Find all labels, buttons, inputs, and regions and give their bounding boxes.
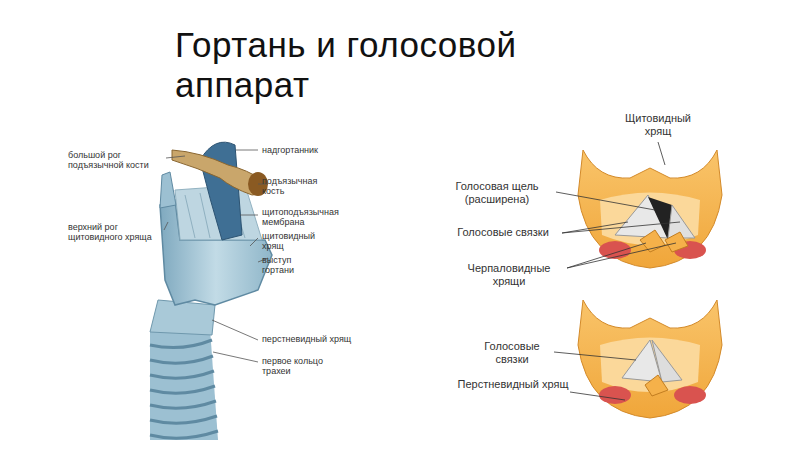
part-label: Черпаловидные хрящи <box>452 262 566 287</box>
part-label: щитоподъязычная мембрана <box>262 207 352 228</box>
part-label: Голосовая щель (расширена) <box>440 180 554 205</box>
part-label: надгортанник <box>262 145 352 155</box>
part-label: Голосовые связки <box>446 226 560 239</box>
part-label: Перстневидный хрящ <box>456 378 570 391</box>
part-label: щитовидный хрящ <box>262 231 332 252</box>
title: Гортань и голосовой аппарат <box>175 25 595 106</box>
trachea <box>150 328 218 440</box>
part-label: большой рог подъязычной кости <box>68 150 164 171</box>
cricoid-cartilage <box>150 300 215 335</box>
part-label: выступ гортани <box>262 255 322 276</box>
part-label: Голосовые связки <box>470 340 554 365</box>
part-label: подъязычная кость <box>262 176 332 197</box>
part-label: Щитовидный хрящ <box>612 112 704 137</box>
leader-lines-right <box>554 142 680 400</box>
part-label: перстневидный хрящ <box>262 334 352 344</box>
leader-lines <box>164 150 268 362</box>
superior-horn <box>160 172 176 208</box>
part-label: верхний рог щитовидного хряща <box>68 222 164 243</box>
part-label: первое кольцо трахеи <box>262 356 342 377</box>
larynx-bottom-view <box>578 300 722 418</box>
